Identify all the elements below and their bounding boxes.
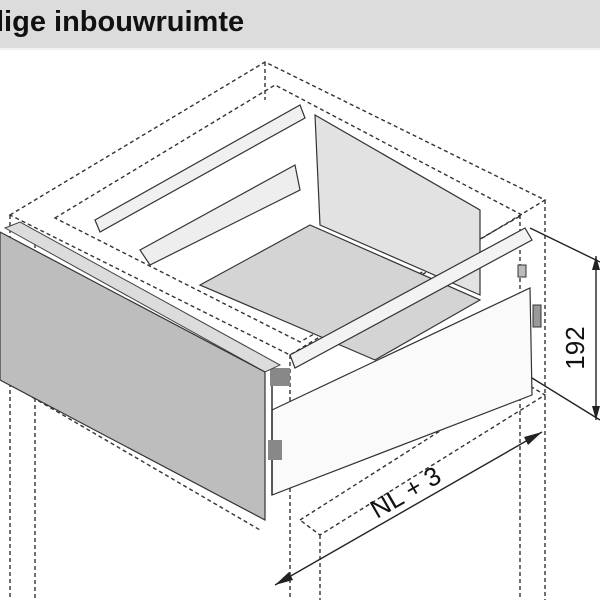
rail-clip bbox=[270, 368, 290, 386]
rail-clip bbox=[268, 440, 282, 460]
drawer-box bbox=[94, 104, 542, 496]
cabinet-outline bbox=[8, 61, 547, 600]
header-bar: lige inbouwruimte bbox=[0, 0, 600, 50]
height-label: 192 bbox=[560, 326, 590, 369]
drawer-diagram: 192 NL + 3 bbox=[0, 61, 600, 600]
drawer-front-panel bbox=[0, 221, 282, 521]
height-dimension: 192 bbox=[529, 227, 600, 421]
width-label: NL + 3 bbox=[365, 460, 446, 524]
page-title: lige inbouwruimte bbox=[0, 6, 245, 38]
